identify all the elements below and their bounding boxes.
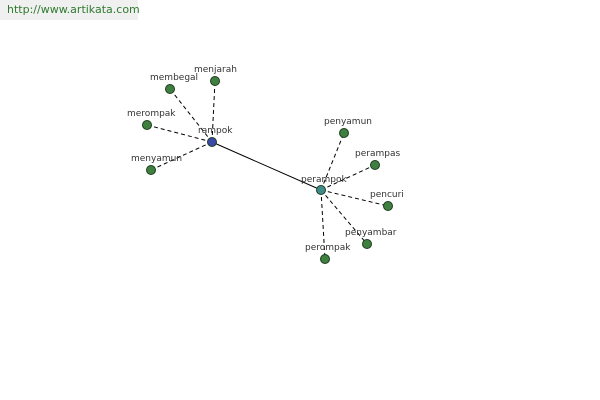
- watermark-url: http://www.artikata.com: [0, 0, 140, 20]
- edge-rampok-menjarah: [211, 80, 216, 143]
- edge-perampok-penyamun: [320, 132, 345, 191]
- node-perampok[interactable]: [316, 185, 326, 195]
- node-penyambar[interactable]: [362, 239, 372, 249]
- graph-edges: [146, 80, 389, 260]
- node-penyamun[interactable]: [339, 128, 349, 138]
- node-menyamun[interactable]: [146, 165, 156, 175]
- node-label-rampok: rampok: [198, 126, 233, 136]
- node-label-merompak: merompak: [127, 109, 176, 119]
- node-membegal[interactable]: [165, 84, 175, 94]
- node-label-perompak: perompak: [305, 243, 351, 253]
- node-menjarah[interactable]: [210, 76, 220, 86]
- graph-nodes: [142, 76, 393, 264]
- node-rampok[interactable]: [207, 137, 217, 147]
- node-label-menyamun: menyamun: [131, 154, 182, 164]
- node-label-membegal: membegal: [150, 73, 198, 83]
- edge-perampok-perampas: [320, 164, 376, 191]
- node-label-perampas: perampas: [355, 149, 400, 159]
- node-label-penyambar: penyambar: [345, 228, 397, 238]
- edge-rampok-perampok: [211, 141, 322, 191]
- edge-perampok-pencuri: [320, 189, 389, 207]
- node-label-menjarah: menjarah: [194, 65, 237, 75]
- edge-perampok-perompak: [320, 189, 326, 260]
- node-label-pencuri: pencuri: [370, 190, 404, 200]
- node-pencuri[interactable]: [383, 201, 393, 211]
- edge-perampok-penyambar: [320, 189, 368, 245]
- edge-rampok-membegal: [169, 88, 213, 143]
- node-label-penyamun: penyamun: [324, 117, 372, 127]
- node-perompak[interactable]: [320, 254, 330, 264]
- node-perampas[interactable]: [370, 160, 380, 170]
- node-label-perampok: perampok: [301, 175, 347, 185]
- node-merompak[interactable]: [142, 120, 152, 130]
